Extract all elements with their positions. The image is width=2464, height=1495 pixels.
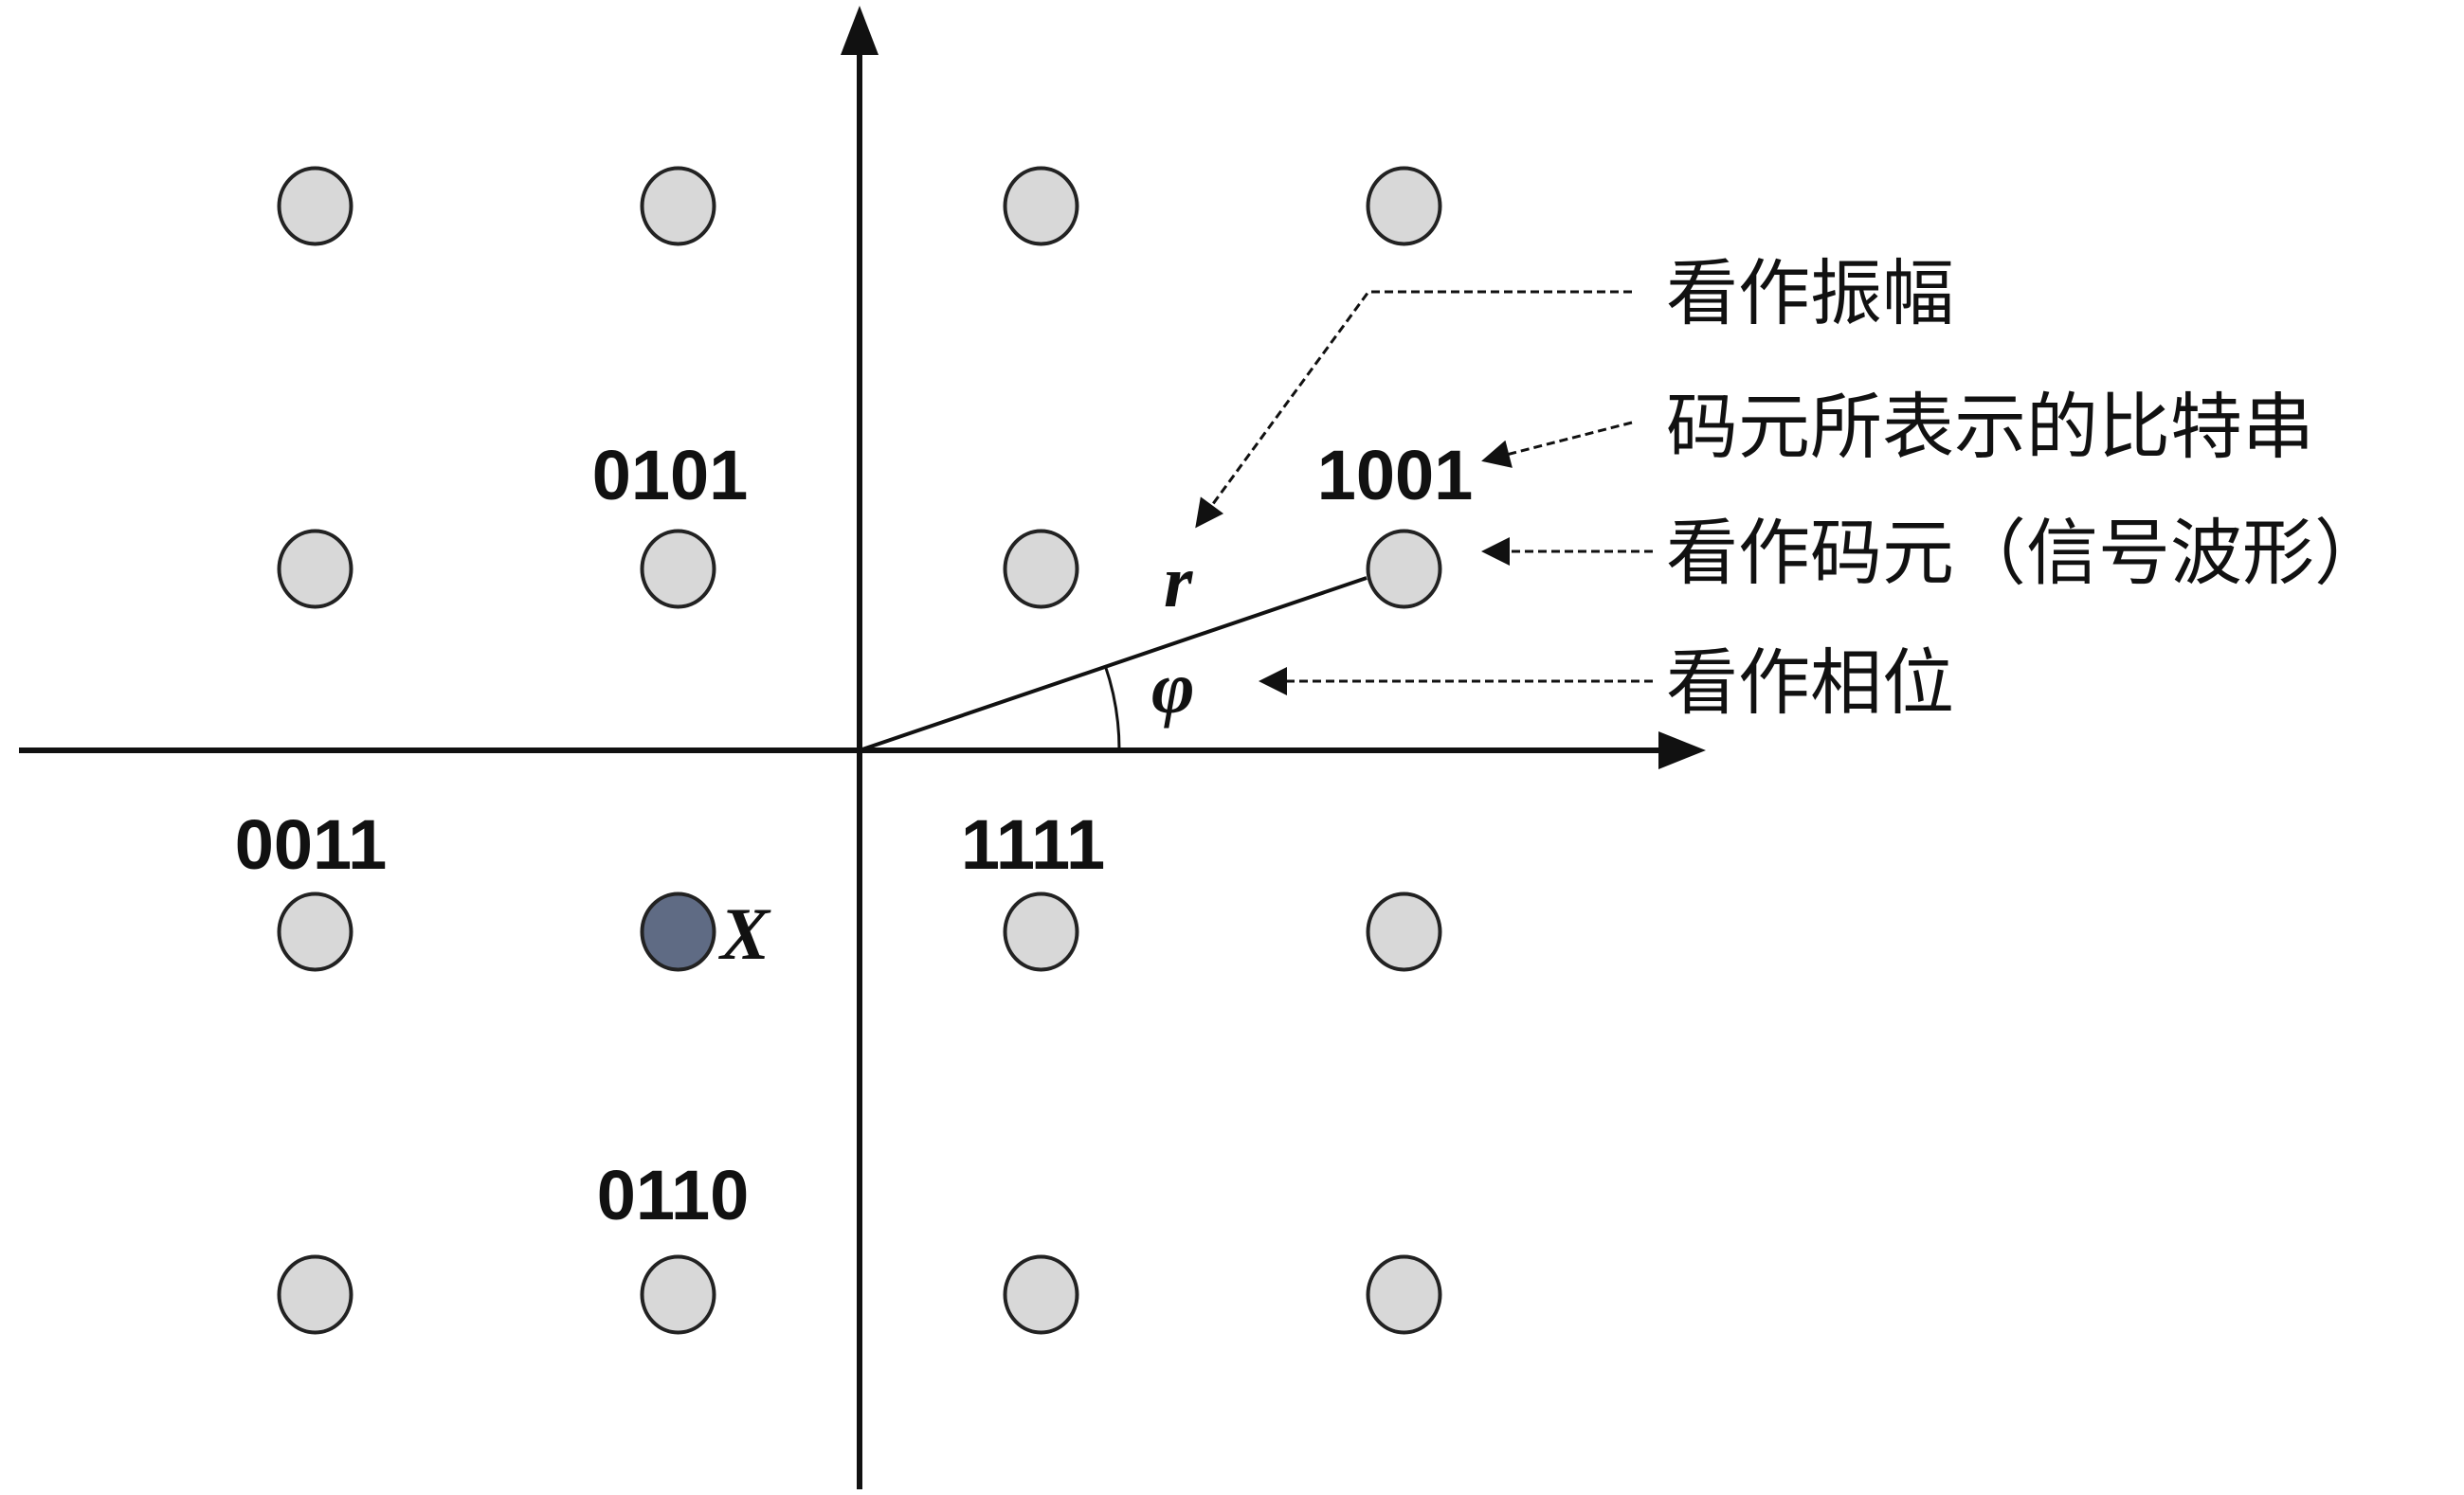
vector-r-line bbox=[859, 576, 1368, 752]
constellation-point bbox=[1003, 166, 1079, 246]
axes bbox=[19, 6, 1706, 1489]
constellation-points bbox=[277, 166, 1442, 1335]
bit-label: 1001 bbox=[1317, 436, 1474, 514]
constellation-point bbox=[640, 529, 716, 609]
annotation-symbol: 看作码元（信号波形） bbox=[1666, 511, 2386, 595]
constellation-point bbox=[640, 166, 716, 246]
constellation-point bbox=[1003, 529, 1079, 609]
constellation-point bbox=[1366, 529, 1442, 609]
highlighted-point-label: X bbox=[718, 892, 771, 975]
bit-label: 0101 bbox=[592, 436, 749, 514]
annotation-phase: 看作相位 bbox=[1666, 640, 1954, 725]
annotation-amplitude: 看作振幅 bbox=[1666, 251, 1954, 335]
annotation-bit-string: 码元所表示的比特串 bbox=[1666, 385, 2314, 469]
bit-label: 0110 bbox=[597, 1156, 750, 1234]
constellation-point bbox=[277, 1254, 353, 1335]
bit-label: 1111 bbox=[961, 805, 1105, 884]
constellation-point bbox=[1366, 892, 1442, 972]
bit-string-leader bbox=[1481, 421, 1633, 468]
y-axis-arrow-icon bbox=[841, 6, 879, 55]
constellation-point bbox=[277, 529, 353, 609]
constellation-point bbox=[1366, 166, 1442, 246]
bit-label: 0011 bbox=[235, 805, 388, 884]
constellation-point bbox=[277, 892, 353, 972]
phase-arc bbox=[1103, 664, 1121, 751]
constellation-point bbox=[1003, 1254, 1079, 1335]
highlighted-constellation-point bbox=[640, 892, 716, 972]
bit-labels: 0101 1001 0011 1111 0110 bbox=[235, 436, 1474, 1234]
constellation-point bbox=[1003, 892, 1079, 972]
amplitude-leader bbox=[1195, 290, 1632, 529]
constellation-point bbox=[1366, 1254, 1442, 1335]
constellation-point bbox=[277, 166, 353, 246]
phase-label: φ bbox=[1151, 646, 1195, 729]
constellation-point bbox=[640, 1254, 716, 1335]
magnitude-label: r bbox=[1164, 540, 1193, 622]
x-axis-arrow-icon bbox=[1658, 731, 1706, 769]
